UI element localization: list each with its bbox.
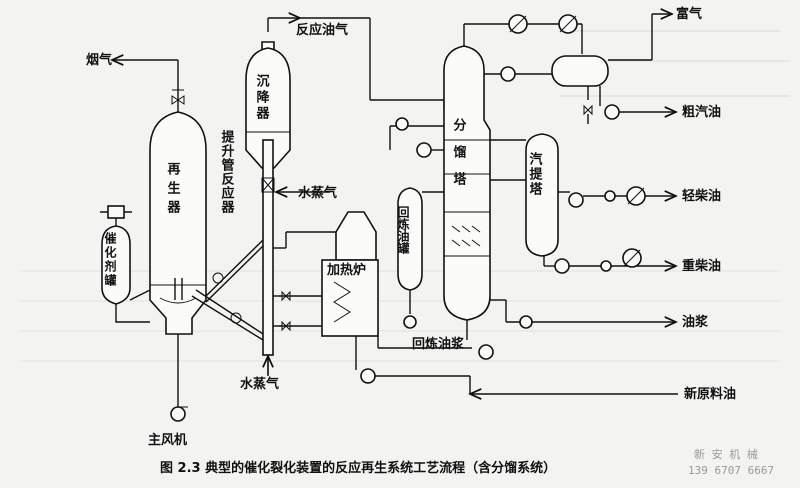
main-blower xyxy=(170,334,188,422)
fresh-feed-line xyxy=(355,336,678,394)
stripper-label: 汽提塔 xyxy=(527,151,543,197)
reaction-oil-gas-label: 反应油气 xyxy=(296,22,348,38)
riser-reactor xyxy=(261,139,275,375)
recycle-slurry-label: 回炼油浆 xyxy=(412,336,465,352)
heater xyxy=(273,211,379,337)
overhead-system xyxy=(463,14,676,124)
riser-label: 提升管反应器 xyxy=(219,129,236,214)
settler-label: 沉降器 xyxy=(254,73,271,122)
watermark-name: 新 安 机 械 xyxy=(694,447,758,461)
fractionator xyxy=(443,45,491,340)
heater-label: 加热炉 xyxy=(326,262,366,278)
catalyst-tank-label: 催化剂罐 xyxy=(103,231,117,288)
pumparound xyxy=(389,117,444,158)
slurry-oil-label: 油浆 xyxy=(682,314,709,330)
stripper xyxy=(490,133,676,274)
flue-gas-label: 烟气 xyxy=(86,52,112,68)
fresh-feed-label: 新原料油 xyxy=(684,386,736,402)
steam-top-label: 水蒸气 xyxy=(298,185,337,201)
recycle-oil-tank-label: 回炼油罐 xyxy=(396,206,410,255)
watermark-phone: 139 6707 6667 xyxy=(688,464,774,477)
heavy-diesel-label: 重柴油 xyxy=(682,258,721,274)
main-blower-label: 主风机 xyxy=(148,432,187,448)
figure-caption: 图 2.3 典型的催化裂化装置的反应再生系统工艺流程（含分馏系统） xyxy=(160,460,556,476)
flue-gas-line xyxy=(112,60,185,112)
recycle-slurry-line xyxy=(377,336,494,360)
rich-gas-label: 富气 xyxy=(676,6,702,22)
light-diesel-label: 轻柴油 xyxy=(682,188,721,204)
fractionator-label: 分馏塔 xyxy=(451,117,468,199)
slurry-line xyxy=(490,299,676,329)
regenerator xyxy=(149,111,207,335)
catalyst-transfer-pipes xyxy=(174,239,264,341)
settler xyxy=(245,18,300,169)
steam-bottom-label: 水蒸气 xyxy=(240,376,279,392)
regenerator-label: 再生器 xyxy=(165,162,182,219)
crude-gasoline-label: 粗汽油 xyxy=(682,104,721,120)
catalyst-tank xyxy=(100,205,151,323)
recycle-oil-tank xyxy=(397,187,444,329)
